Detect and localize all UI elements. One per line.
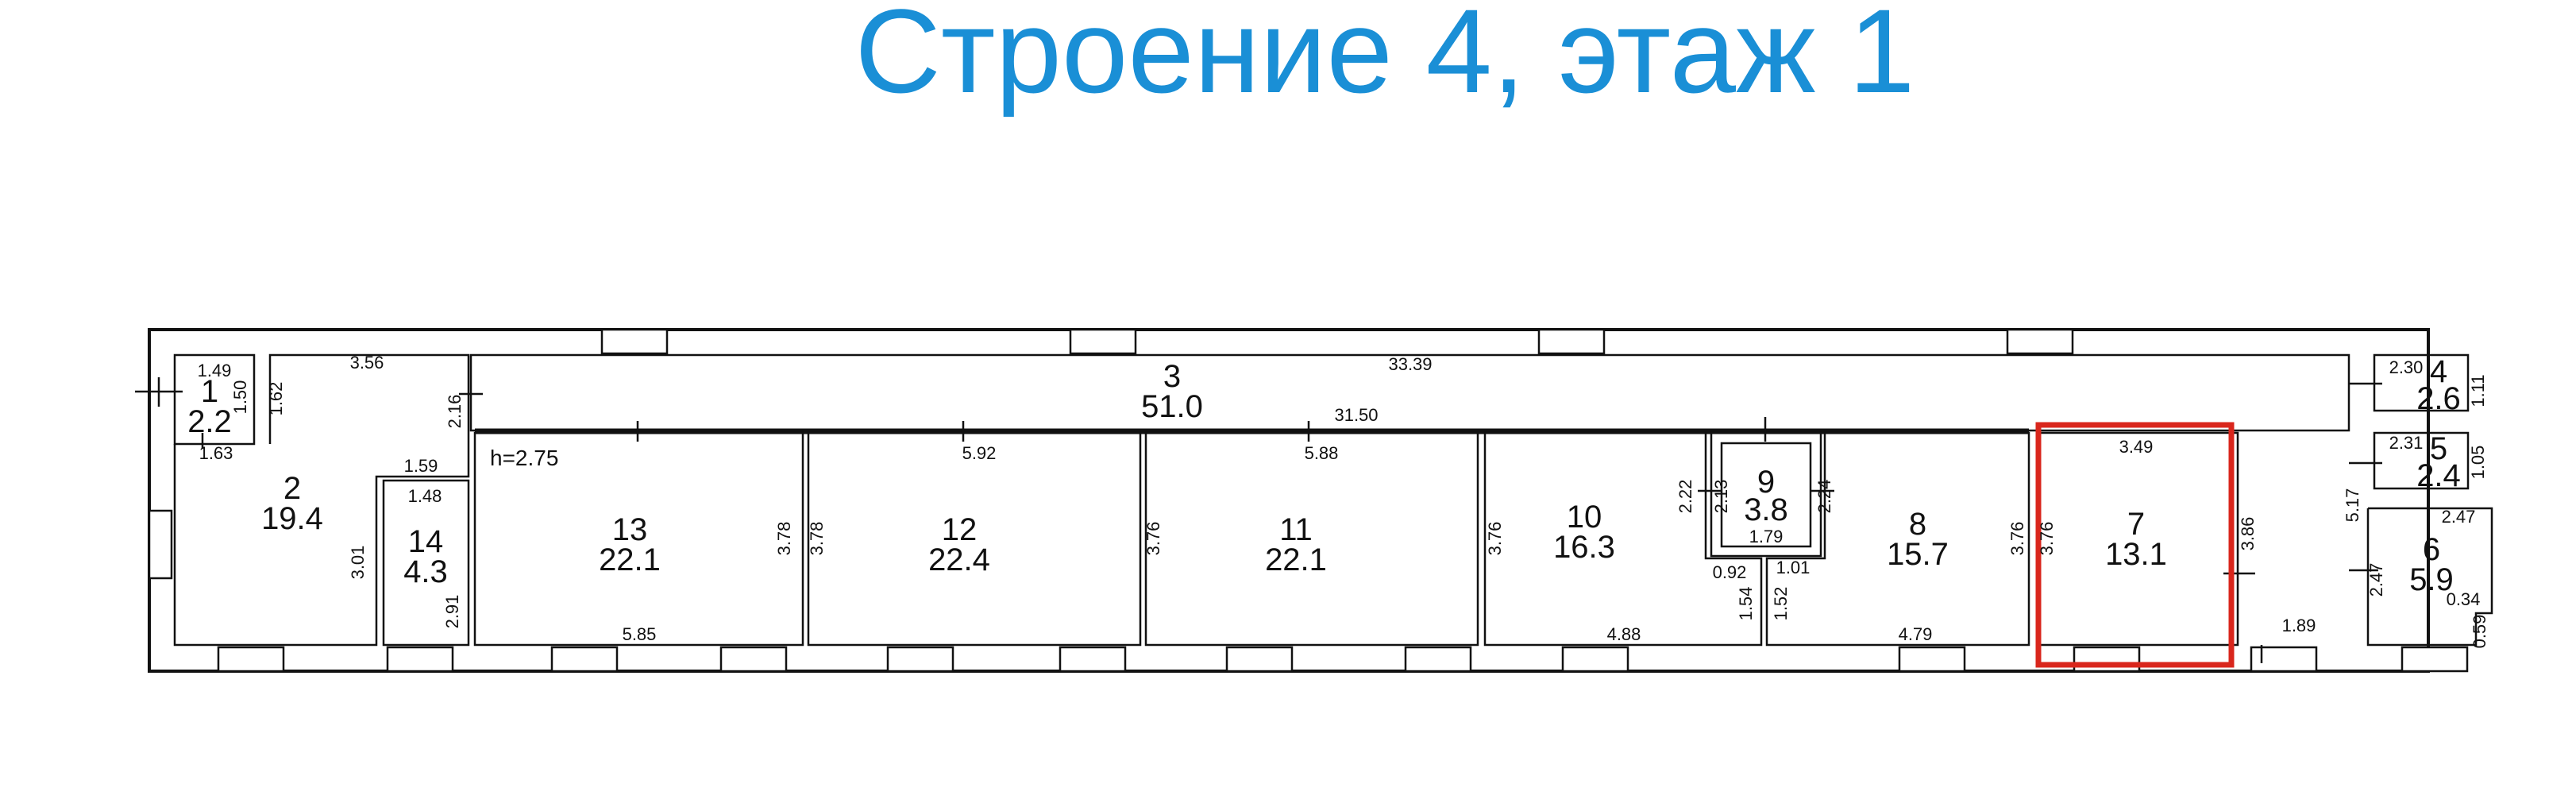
dimension-label: 1.63 bbox=[199, 443, 233, 463]
room-10-area: 16.3 bbox=[1553, 530, 1615, 565]
room-6-area: 5.9 bbox=[2409, 562, 2454, 597]
room-14-outline bbox=[382, 479, 470, 647]
room-1-area: 2.2 bbox=[187, 404, 232, 439]
dimension-label: 1.62 bbox=[266, 382, 286, 416]
dimension-label: 2.13 bbox=[1711, 480, 1731, 514]
dimension-label: 1.89 bbox=[2282, 616, 2316, 635]
dimension-label: 1.01 bbox=[1776, 558, 1811, 577]
dimension-label: 31.50 bbox=[1334, 405, 1378, 425]
dimension-label: 3.76 bbox=[1485, 522, 1505, 556]
dimension-label: 5.17 bbox=[2343, 488, 2362, 523]
dimension-label: 1.59 bbox=[404, 456, 438, 476]
dimension-label: 3.78 bbox=[774, 522, 794, 556]
room-7-number: 7 bbox=[2127, 507, 2145, 542]
dimension-label: 2.24 bbox=[1814, 480, 1834, 514]
dimension-label: 3.78 bbox=[807, 522, 827, 556]
dimension-label: 5.92 bbox=[962, 443, 997, 463]
dimension-label: 3.76 bbox=[1143, 522, 1163, 556]
dimension-label: 1.50 bbox=[230, 380, 250, 415]
dimension-label: 2.31 bbox=[2389, 433, 2424, 453]
room-4-number: 4 bbox=[2430, 354, 2447, 389]
dimension-label: 5.85 bbox=[623, 624, 657, 644]
dimension-label: 3.76 bbox=[2037, 522, 2057, 556]
room-12-number: 12 bbox=[942, 512, 978, 547]
dimension-label: 3.49 bbox=[2119, 437, 2154, 457]
dimension-label: 1.79 bbox=[1749, 527, 1784, 546]
dimension-label: 0.59 bbox=[2470, 615, 2489, 649]
room-14-area: 4.3 bbox=[403, 554, 448, 589]
room-13-area: 22.1 bbox=[599, 542, 661, 577]
dimension-label: 1.52 bbox=[1771, 587, 1791, 621]
dimension-label: 2.16 bbox=[445, 395, 465, 429]
room-5-area: 2.4 bbox=[2416, 458, 2461, 493]
room-8-area: 15.7 bbox=[1887, 537, 1949, 572]
room-6-outline bbox=[2366, 507, 2493, 647]
room-5-outline bbox=[2373, 431, 2470, 490]
dimension-label: 1.11 bbox=[2468, 374, 2488, 407]
dimension-label: 2.30 bbox=[2389, 357, 2424, 377]
room-9-area: 3.8 bbox=[1744, 492, 1788, 527]
entrance-door bbox=[148, 509, 173, 580]
plan-title: Строение 4, этаж 1 bbox=[854, 0, 1915, 118]
room-11-number: 11 bbox=[1279, 512, 1313, 547]
room-8-number: 8 bbox=[1909, 507, 1926, 542]
room-12-area: 22.4 bbox=[928, 542, 990, 577]
room-1-number: 1 bbox=[201, 374, 218, 409]
room-3-area: 51.0 bbox=[1141, 389, 1203, 424]
dimension-label: 1.48 bbox=[408, 486, 442, 506]
dimension-label: 0.34 bbox=[2447, 589, 2481, 609]
dimension-label: 0.92 bbox=[1713, 562, 1747, 582]
room-2-area: 19.4 bbox=[261, 501, 323, 536]
building-outline bbox=[148, 328, 2430, 673]
dimension-label: 3.01 bbox=[348, 546, 368, 580]
bottom-windows bbox=[217, 646, 2469, 673]
door-ticks bbox=[135, 377, 2382, 663]
dimension-label: 3.56 bbox=[350, 353, 384, 373]
room-2-number: 2 bbox=[283, 471, 301, 506]
room-11-area: 22.1 bbox=[1265, 542, 1327, 577]
room-11-outline bbox=[1144, 431, 1479, 647]
room-10-outline bbox=[1483, 431, 1763, 647]
room-8-outline bbox=[1765, 431, 2030, 647]
room-4-area: 2.6 bbox=[2416, 381, 2461, 416]
room-2-outline bbox=[173, 353, 470, 647]
dimension-label: 2.91 bbox=[442, 595, 462, 629]
room-7-highlight bbox=[2035, 422, 2235, 668]
dimension-label: 4.79 bbox=[1899, 624, 1933, 644]
dimension-label: 3.86 bbox=[2238, 517, 2258, 551]
top-windows bbox=[600, 328, 2074, 355]
dimension-label: 2.47 bbox=[2442, 507, 2476, 527]
room-6-number: 6 bbox=[2423, 532, 2440, 567]
room-1-outline bbox=[173, 353, 256, 446]
room-labels: 1 2.2 2 19.4 3 51.0 4 2.6 5 2.4 6 5.9 7 … bbox=[187, 354, 2461, 597]
dimension-label: 2.22 bbox=[1676, 480, 1695, 514]
dimension-label: 1.05 bbox=[2468, 446, 2488, 480]
ceiling-height-note: h=2.75 bbox=[490, 446, 558, 470]
room-10-number: 10 bbox=[1567, 500, 1602, 535]
dimension-label: 33.39 bbox=[1388, 354, 1432, 374]
room-5-number: 5 bbox=[2430, 431, 2447, 466]
dimension-label: 5.88 bbox=[1305, 443, 1339, 463]
room-13-outline bbox=[473, 431, 804, 647]
dimension-label: 1.49 bbox=[198, 361, 232, 380]
room-13-number: 13 bbox=[612, 512, 648, 547]
room-14-number: 14 bbox=[408, 524, 444, 559]
room-12-outline bbox=[807, 431, 1142, 647]
room-7-area: 13.1 bbox=[2105, 537, 2167, 572]
dimension-label: 4.88 bbox=[1607, 624, 1641, 644]
dimension-labels: 1.49 1.50 1.62 1.63 3.56 2.16 33.39 31.5… bbox=[198, 353, 2489, 648]
dimension-label: 2.47 bbox=[2366, 563, 2386, 597]
dimension-label: 3.76 bbox=[2007, 522, 2027, 556]
room-9-number: 9 bbox=[1757, 465, 1775, 500]
room-9-inner-outline bbox=[1720, 442, 1812, 548]
room-3-number: 3 bbox=[1163, 359, 1181, 394]
dimension-label: 1.54 bbox=[1736, 587, 1756, 621]
